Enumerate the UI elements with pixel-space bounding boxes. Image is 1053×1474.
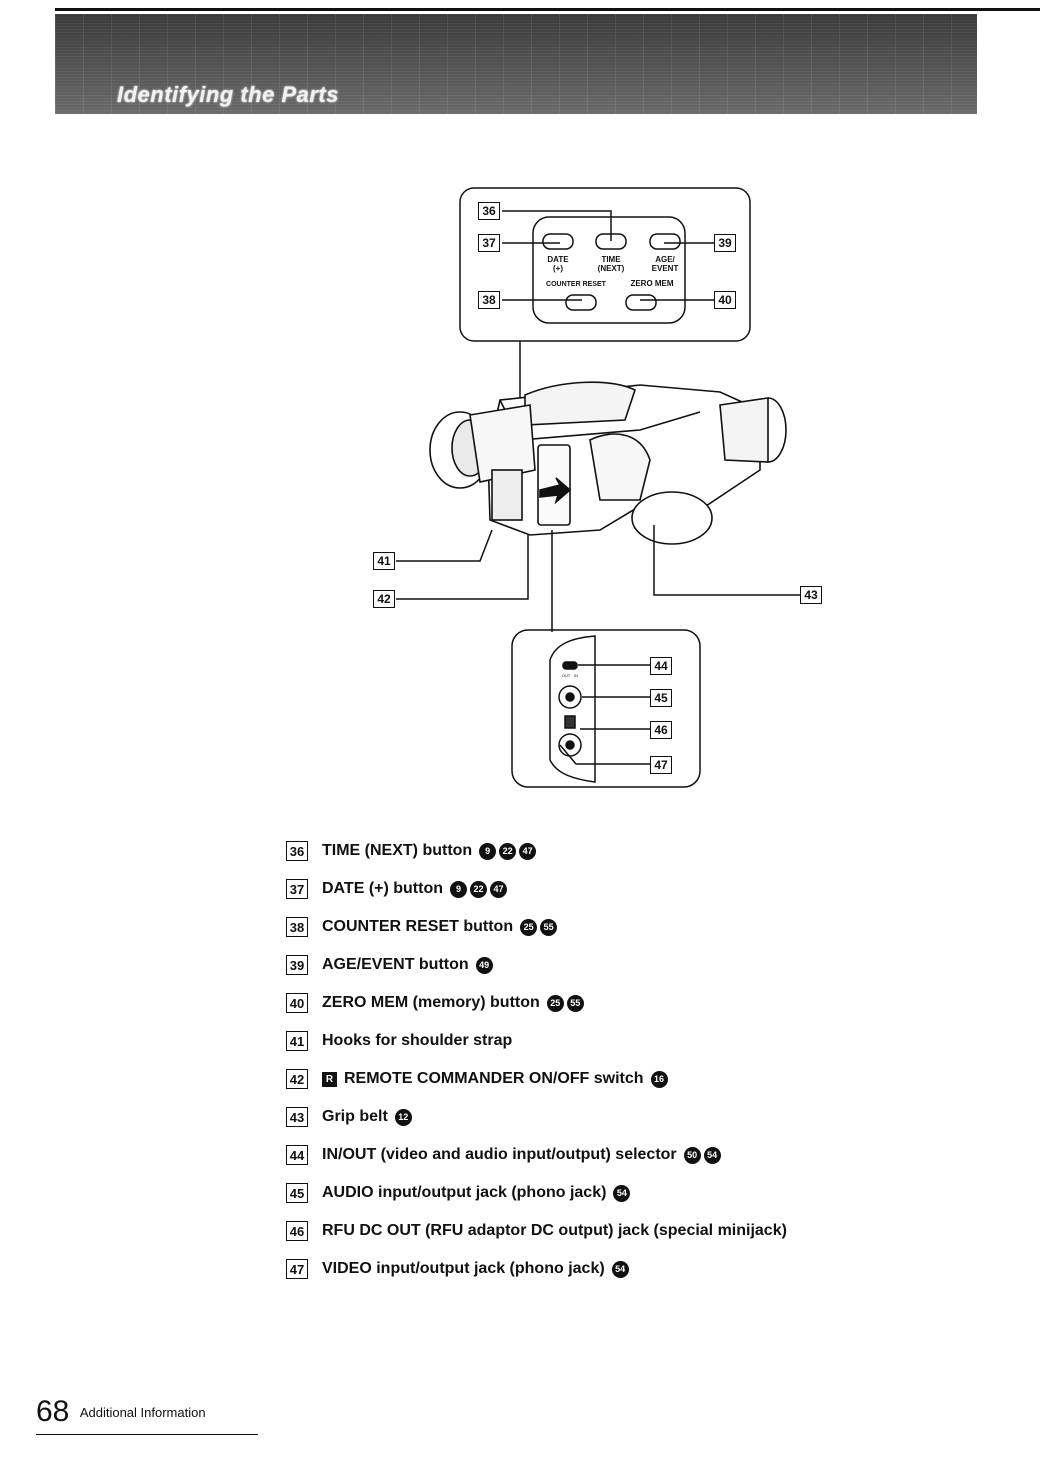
callout-40: 40 bbox=[714, 291, 736, 309]
page-ref-icon: 22 bbox=[499, 842, 517, 860]
legend-text: ZERO MEM (memory) button bbox=[322, 994, 540, 1011]
legend-text: DATE (+) button bbox=[322, 880, 444, 897]
callout-41: 41 bbox=[373, 552, 395, 570]
legend-number: 41 bbox=[286, 1031, 308, 1051]
audio-jack-shape bbox=[558, 685, 582, 709]
zero-mem-label: ZERO MEM bbox=[630, 279, 673, 288]
legend-number: 40 bbox=[286, 993, 308, 1013]
rfu-dc-out-jack-shape bbox=[564, 715, 576, 729]
age-event-button-shape bbox=[649, 233, 681, 250]
footer-rule bbox=[36, 1434, 258, 1435]
page-ref-icon: 47 bbox=[490, 880, 508, 898]
page-number: 68 bbox=[36, 1395, 70, 1428]
callout-42: 42 bbox=[373, 590, 395, 608]
callout-37: 37 bbox=[478, 234, 500, 252]
page-ref-icon: 54 bbox=[703, 1146, 721, 1164]
page-ref-icon: 54 bbox=[611, 1260, 629, 1278]
page-ref-icon: 12 bbox=[394, 1108, 412, 1126]
control-panel-callout bbox=[459, 187, 751, 400]
legend-text: Hooks for shoulder strap bbox=[322, 1032, 513, 1049]
counter-reset-label: COUNTER RESET bbox=[546, 281, 607, 288]
page-ref-icon: 9 bbox=[479, 842, 497, 860]
legend-item: 43 Grip belt 12 bbox=[286, 1098, 986, 1136]
jack-panel-callout bbox=[511, 629, 701, 788]
legend-number: 37 bbox=[286, 879, 308, 899]
callout-45: 45 bbox=[650, 689, 672, 707]
page-ref-icon: 25 bbox=[520, 918, 538, 936]
legend-item: 41 Hooks for shoulder strap bbox=[286, 1022, 986, 1060]
legend-number: 44 bbox=[286, 1145, 308, 1165]
time-next-label: (NEXT) bbox=[598, 264, 625, 273]
callout-46: 46 bbox=[650, 721, 672, 739]
remote-commander-icon: R bbox=[322, 1071, 337, 1087]
legend-item: 45 AUDIO input/output jack (phono jack) … bbox=[286, 1174, 986, 1212]
grip-belt-shape bbox=[631, 491, 713, 545]
legend-number: 39 bbox=[286, 955, 308, 975]
jack-cover bbox=[537, 444, 571, 526]
legend-number: 47 bbox=[286, 1259, 308, 1279]
event-label: EVENT bbox=[652, 264, 679, 273]
time-label: TIME bbox=[601, 255, 621, 264]
legend-text: Grip belt bbox=[322, 1108, 388, 1125]
legend-item: 36 TIME (NEXT) button 9 22 47 bbox=[286, 832, 986, 870]
zero-mem-button-shape bbox=[625, 294, 657, 311]
page-title: Identifying the Parts bbox=[117, 82, 339, 107]
callout-47: 47 bbox=[650, 756, 672, 774]
legend-item: 37 DATE (+) button 9 22 47 bbox=[286, 870, 986, 908]
callout-39: 39 bbox=[714, 234, 736, 252]
legend-number: 43 bbox=[286, 1107, 308, 1127]
page-ref-icon: 55 bbox=[566, 994, 584, 1012]
legend-item: 38 COUNTER RESET button 25 55 bbox=[286, 908, 986, 946]
legend-item: 47 VIDEO input/output jack (phono jack) … bbox=[286, 1250, 986, 1288]
legend-text: IN/OUT (video and audio input/output) se… bbox=[322, 1146, 677, 1163]
page-ref-icon: 50 bbox=[683, 1146, 701, 1164]
legend-text: AUDIO input/output jack (phono jack) bbox=[322, 1184, 607, 1201]
camcorder-diagram: DATE (+) TIME (NEXT) AGE/ EVENT COUNTER … bbox=[396, 187, 800, 788]
page-ref-icon: 47 bbox=[519, 842, 537, 860]
page-ref-icon: 25 bbox=[546, 994, 564, 1012]
in-out-selector-shape bbox=[562, 661, 578, 670]
legend-item: 44 IN/OUT (video and audio input/output)… bbox=[286, 1136, 986, 1174]
legend-number: 42 bbox=[286, 1069, 308, 1089]
legend-text: REMOTE COMMANDER ON/OFF switch bbox=[344, 1070, 644, 1087]
legend-item: 40 ZERO MEM (memory) button 25 55 bbox=[286, 984, 986, 1022]
section-name: Additional Information bbox=[79, 1405, 206, 1420]
page-ref-icon: 22 bbox=[470, 880, 488, 898]
legend-number: 46 bbox=[286, 1221, 308, 1241]
legend-text: TIME (NEXT) button bbox=[322, 842, 473, 859]
legend-item: 42 R REMOTE COMMANDER ON/OFF switch 16 bbox=[286, 1060, 986, 1098]
section-banner: Identifying the Parts bbox=[55, 14, 977, 114]
legend-text: AGE/EVENT button bbox=[322, 956, 469, 973]
parts-legend: 36 TIME (NEXT) button 9 22 47 37 DATE (+… bbox=[286, 832, 986, 1288]
counter-reset-button-shape bbox=[565, 294, 597, 311]
legend-number: 36 bbox=[286, 841, 308, 861]
legend-text: VIDEO input/output jack (phono jack) bbox=[322, 1260, 605, 1277]
page-ref-icon: 16 bbox=[650, 1070, 668, 1088]
callout-36: 36 bbox=[478, 202, 500, 220]
age-label: AGE/ bbox=[655, 255, 675, 264]
legend-number: 45 bbox=[286, 1183, 308, 1203]
legend-item: 46 RFU DC OUT (RFU adaptor DC output) ja… bbox=[286, 1212, 986, 1250]
page-ref-icon: 54 bbox=[613, 1184, 631, 1202]
top-rule bbox=[55, 8, 1040, 11]
legend-text: COUNTER RESET button bbox=[322, 918, 514, 935]
date-plus-label: (+) bbox=[553, 264, 563, 273]
jack-in-label: IN bbox=[574, 673, 578, 678]
legend-text: RFU DC OUT (RFU adaptor DC output) jack … bbox=[322, 1222, 787, 1239]
callout-38: 38 bbox=[478, 291, 500, 309]
jack-out-label: OUT bbox=[562, 673, 571, 678]
callout-43: 43 bbox=[800, 586, 822, 604]
page-ref-icon: 9 bbox=[450, 880, 468, 898]
date-button-shape bbox=[542, 233, 574, 250]
legend-item: 39 AGE/EVENT button 49 bbox=[286, 946, 986, 984]
legend-number: 38 bbox=[286, 917, 308, 937]
camcorder-body bbox=[429, 381, 787, 545]
callout-44: 44 bbox=[650, 657, 672, 675]
page-footer: 68 Additional Information bbox=[36, 1395, 206, 1429]
page-ref-icon: 55 bbox=[540, 918, 558, 936]
page-ref-icon: 49 bbox=[475, 956, 493, 974]
date-label: DATE bbox=[547, 255, 569, 264]
